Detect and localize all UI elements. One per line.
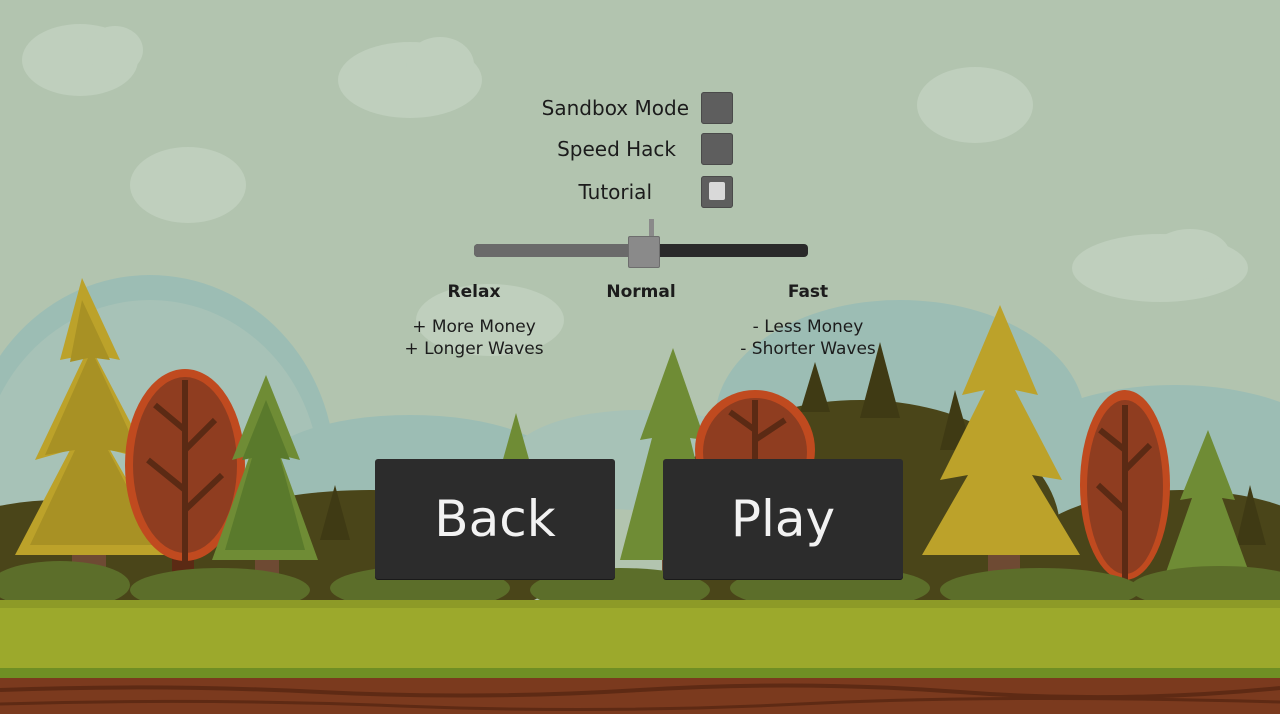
tutorial-checkbox[interactable] (701, 176, 733, 208)
relax-desc-line: + Longer Waves (404, 339, 544, 359)
tree-left-oval (125, 369, 245, 590)
relax-desc-line: + More Money (412, 317, 536, 337)
relax-description: + More Money + Longer Waves (364, 316, 584, 360)
speed-slider-handle[interactable] (628, 236, 660, 268)
slider-pin (649, 219, 654, 237)
sandbox-mode-checkbox[interactable] (701, 92, 733, 124)
normal-label: Normal (606, 282, 676, 302)
fast-desc-line: - Less Money (752, 317, 864, 337)
play-button[interactable]: Play (663, 459, 903, 579)
sandbox-mode-label: Sandbox Mode (541, 96, 689, 120)
speed-hack-checkbox[interactable] (701, 133, 733, 165)
clouds (22, 24, 1248, 356)
relax-label: Relax (447, 282, 501, 302)
speed-hack-label: Speed Hack (557, 137, 676, 161)
tree-right-oval (1080, 390, 1170, 590)
tutorial-label: Tutorial (578, 180, 652, 204)
fast-label: Fast (787, 282, 829, 302)
grass (0, 600, 1280, 680)
fast-desc-line: - Shorter Waves (740, 339, 876, 359)
speed-slider-fill (474, 244, 641, 257)
back-button[interactable]: Back (375, 459, 615, 579)
fast-description: - Less Money - Shorter Waves (698, 316, 918, 360)
